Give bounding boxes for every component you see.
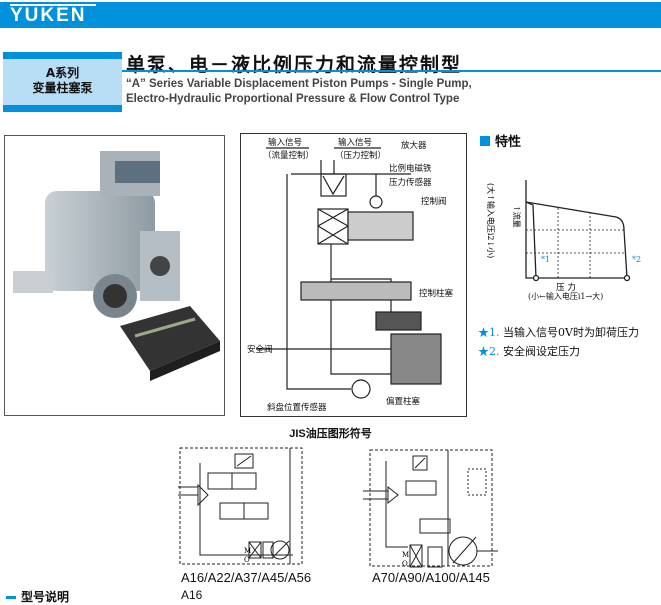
characteristics-heading: 特性	[480, 131, 521, 150]
models-right: A70/A90/A100/A145	[372, 570, 490, 585]
svg-text:*2: *2	[632, 255, 641, 264]
series-type: 变量柱塞泵	[32, 81, 93, 95]
svg-text:↑流量: ↑流量	[512, 205, 522, 228]
title-divider	[122, 70, 661, 72]
svg-text:O: O	[402, 560, 408, 568]
series-label: A系列	[45, 66, 80, 80]
svg-text:偏置柱塞: 偏置柱塞	[386, 396, 421, 407]
series-box: A系列 变量柱塞泵	[3, 52, 122, 112]
header-bar	[0, 2, 661, 28]
svg-text:安全阀: 安全阀	[247, 344, 273, 355]
svg-text:M: M	[402, 551, 409, 559]
model-section-heading: 型号说明	[6, 588, 69, 605]
page-title: 单泵、电－液比例压力和流量控制型	[126, 54, 463, 76]
label-input-flow: 输入信号	[268, 137, 302, 148]
x-axis-sub: (小←输入电压i1→大)	[528, 292, 604, 301]
yuken-logo: YUKEN	[10, 4, 96, 27]
svg-text:斜盘位置传感器: 斜盘位置传感器	[267, 402, 327, 413]
jis-title: JIS油压图形符号	[289, 428, 372, 440]
svg-text:放大器: 放大器	[401, 140, 427, 151]
jis-symbol-large: MO	[363, 449, 498, 568]
svg-text:M: M	[244, 547, 251, 555]
svg-text:O: O	[244, 556, 250, 564]
svg-text:（压力控制）: （压力控制）	[335, 150, 386, 161]
svg-text:压力传感器: 压力传感器	[389, 177, 432, 188]
note-1: ★1. 当输入信号0V时为卸荷压力	[478, 326, 639, 339]
svg-text:控制阀: 控制阀	[421, 196, 447, 207]
svg-text:比例电磁铁: 比例电磁铁	[389, 163, 432, 174]
characteristics-chart: *1 *2 (大↑输入电压i2↓小) ↑流量 压 力	[486, 180, 641, 293]
jis-symbol-small: MO	[178, 447, 303, 565]
pump-photo	[4, 135, 225, 416]
svg-text:控制柱塞: 控制柱塞	[419, 288, 454, 299]
subtitle-en-2: Electro-Hydraulic Proportional Pressure …	[126, 93, 460, 105]
svg-text:压 力: 压 力	[556, 282, 576, 293]
subtitle-en-1: “A” Series Variable Displacement Piston …	[126, 78, 472, 90]
note-2: ★2. 安全阀设定压力	[478, 345, 580, 358]
svg-text:*1: *1	[541, 255, 550, 264]
svg-text:输入信号: 输入信号	[338, 137, 372, 148]
control-schematic: 输入信号 （流量控制） 输入信号 （压力控制） 放大器 比例电磁铁 压力传感器 …	[240, 133, 467, 417]
model-code-start: A16	[181, 588, 203, 602]
models-left: A16/A22/A37/A45/A56	[181, 570, 312, 585]
svg-text:（流量控制）: （流量控制）	[263, 150, 314, 161]
svg-text:(大↑输入电压i2↓小): (大↑输入电压i2↓小)	[486, 183, 496, 258]
